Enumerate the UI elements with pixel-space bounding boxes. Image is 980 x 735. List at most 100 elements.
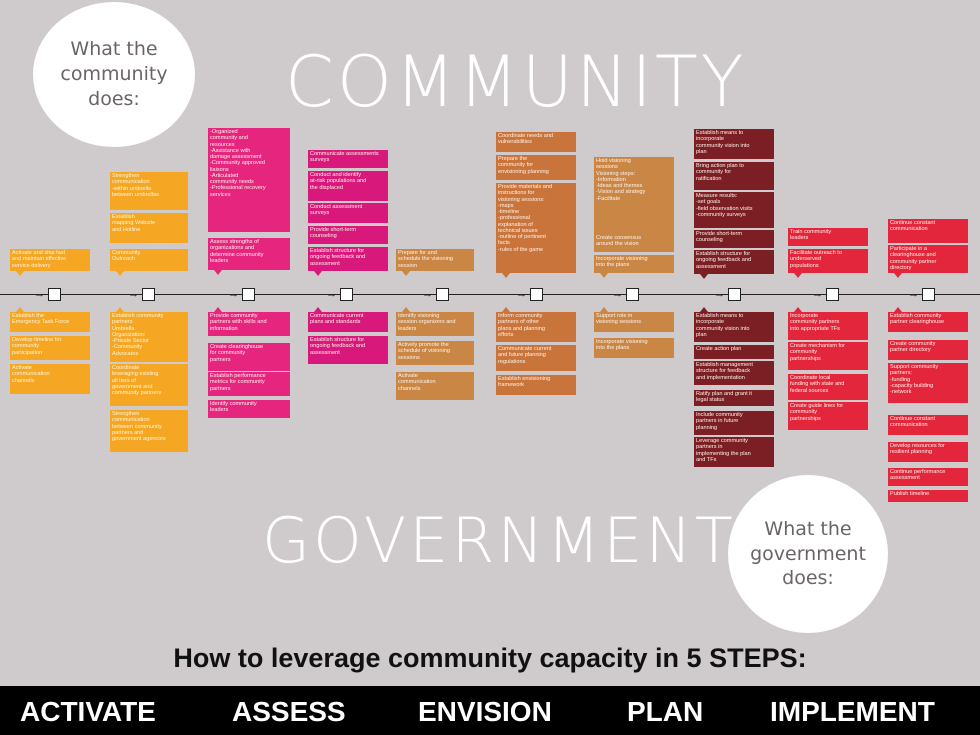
government-box-4: Establish community partners Umbrella Or… [110,307,188,362]
community-box-16: Hold visioning sessions Visioning steps:… [594,157,674,235]
timeline-node [48,288,61,301]
government-box-14: Actively promote the schedule of visioni… [396,341,474,365]
timeline-arrow-icon: → [812,288,823,300]
community-box-9: Conduct assessment surveys [308,203,388,223]
community-box-text: Continue constant communication [890,220,936,233]
government-box-24: Ratify plan and grant it legal status [694,390,774,406]
timeline-arrow-icon: → [908,288,919,300]
community-box-4: Community Outreach [110,249,188,276]
government-box-5: Coordinate leveraging existing all tiers… [110,364,188,406]
community-box-text: Conduct assessment surveys [310,204,363,217]
government-box-text: Actively promote the schedule of visioni… [398,342,450,361]
community-box-11: Establish structure for ongoing feedback… [308,247,388,276]
government-box-35: Develop resources for resilient planning [888,442,968,462]
community-box-text: Participate in a clearinghouse and commu… [890,246,937,271]
timeline-node [626,288,639,301]
community-box-text: Create consensus around the vision [596,235,642,248]
government-box-text: Establish community partners Umbrella Or… [112,313,164,357]
government-box-text: Create clearinghouse for community partn… [210,344,264,363]
government-box-31: Establish community partner clearinghous… [888,307,968,332]
timeline-arrow-icon: → [422,288,433,300]
government-circle: What the government does: [728,475,888,633]
community-box-13: Coordinate needs and vulnerabilities [496,132,576,152]
community-box-18: Incorporate visioning into the plans [594,255,674,278]
government-box-text: Leverage community partners in implement… [696,438,751,463]
timeline-node [728,288,741,301]
government-box-text: Identify visioning session organizers an… [398,313,456,332]
government-box-text: Communicate current and future planning … [498,346,552,365]
community-box-text: Bring action plan to community for ratif… [696,163,744,182]
community-box-12: Prepare for and schedule the visioning s… [396,249,474,276]
government-box-26: Leverage community partners in implement… [694,437,774,467]
government-box-1: Establish the Emergency Task Force [10,307,90,332]
government-box-9: Establish performance metrics for commun… [208,372,290,396]
government-box-10: Identify community leaders [208,400,290,418]
government-box-36: Continue performance assessment [888,468,968,486]
government-box-3: Activate communication channels [10,364,90,394]
timeline-node [436,288,449,301]
timeline-axis [0,294,980,295]
community-box-5: -Organized community and resources -Assi… [208,128,290,232]
government-box-20: Incorporate visioning into the plans [594,338,674,358]
community-box-text: Establish structure for ongoing feedback… [310,248,366,267]
government-box-text: Inform community partners of other plans… [498,313,545,338]
community-box-8: Conduct and identify at-risk populations… [308,171,388,201]
community-box-6: Assess strengths of organizations and de… [208,238,290,275]
government-box-19: Support role in visioning sessions [594,307,674,332]
government-box-25: Include community partners in future pla… [694,411,774,435]
community-box-text: Coordinate needs and vulnerabilities [498,133,554,146]
government-box-text: Create action plan [696,346,742,352]
government-box-text: Publish timeline [890,491,930,497]
government-box-13: Identify visioning session organizers an… [396,307,474,336]
government-box-29: Coordinate local funding with state and … [788,374,868,400]
community-box-7: Communicate assessments surveys [308,150,388,168]
timeline-arrow-icon: → [714,288,725,300]
community-box-21: Measure results: -set goals -field obser… [694,192,774,228]
government-box-text: Develop resources for resilient planning [890,443,945,456]
community-box-text: Establish structure for ongoing feedback… [696,251,752,270]
community-box-text: Measure results: -set goals -field obser… [696,193,753,218]
community-box-text: Facilitate outreach to underserved popul… [790,250,842,269]
community-box-text: Community Outreach [112,250,141,263]
community-box-14: Prepare the community for envisioning pl… [496,155,576,180]
government-box-text: Establish means to incorporate community… [696,313,750,338]
government-box-text: Include community partners in future pla… [696,412,743,431]
government-box-text: Coordinate local funding with state and … [790,375,845,394]
community-box-26: Continue constant communication [888,219,968,243]
community-box-text: Communicate assessments surveys [310,151,379,164]
timeline-node [826,288,839,301]
timeline-node [530,288,543,301]
government-box-34: Continue constant communication [888,415,968,435]
step-activate: ACTIVATE [20,696,156,727]
government-box-text: Continue constant communication [890,416,936,429]
step-implement: IMPLEMENT [770,696,935,727]
government-box-text: Communicate current plans and standards [310,313,364,326]
community-box-text: Establish mapping Website and Hotline [112,214,156,233]
community-box-19: Establish means to incorporate community… [694,129,774,159]
government-box-text: Continue performance assessment [890,469,946,482]
government-box-text: Develop timeline for community participa… [12,337,62,356]
government-box-text: Create mechanism for community partnersh… [790,343,846,362]
government-box-text: Provide community partners with skills a… [210,313,267,332]
government-box-text: Coordinate leveraging existing all tiers… [112,365,162,396]
government-box-30: Create guide lines for community partner… [788,402,868,430]
community-box-text: Train community leaders [790,229,832,242]
community-box-text: Provide materials and instructions for v… [498,184,553,253]
government-box-text: Activate communication channels [398,373,436,392]
government-box-text: Incorporate community partners into appr… [790,313,840,332]
government-box-16: Inform community partners of other plans… [496,307,576,342]
step-plan: PLAN [627,696,704,727]
community-box-20: Bring action plan to community for ratif… [694,162,774,190]
community-box-25: Facilitate outreach to underserved popul… [788,249,868,278]
government-box-text: Ratify plan and grant it legal status [696,391,752,404]
timeline-arrow-icon: → [228,288,239,300]
community-box-2: Establish mapping Website and Hotline [110,213,188,243]
timeline-node [922,288,935,301]
community-box-text: Assess strengths of organizations and de… [210,239,264,264]
community-box-text: Conduct and identify at-risk populations… [310,172,367,191]
community-box-text: Establish means to incorporate community… [696,130,750,155]
step-assess: ASSESS [232,696,346,727]
timeline-arrow-icon: → [516,288,527,300]
government-box-text: Support community partners: -funding -ca… [890,364,939,395]
step-bar: ACTIVATE ASSESS ENVISION PLAN IMPLEMENT [0,686,980,735]
